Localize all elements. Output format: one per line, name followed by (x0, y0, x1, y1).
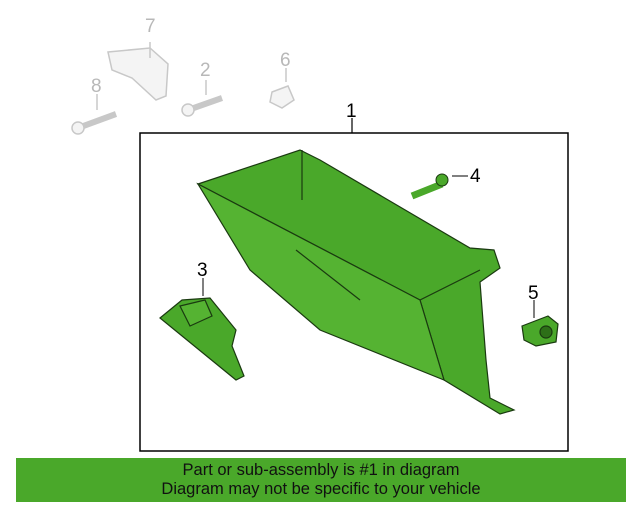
banner-line-1: Part or sub-assembly is #1 in diagram (182, 461, 460, 479)
bolt-part-4[interactable] (410, 173, 449, 200)
latch-part-3[interactable] (159, 297, 245, 381)
callout-5[interactable]: 5 (528, 283, 539, 304)
callout-3[interactable]: 3 (197, 260, 208, 281)
bracket-part-7[interactable] (107, 42, 169, 101)
faded-callouts: 7 2 6 8 (91, 16, 291, 97)
faded-parts (71, 42, 295, 135)
bolt-part-2[interactable] (181, 80, 223, 117)
glove-box-part-1[interactable] (196, 149, 516, 415)
callout-8[interactable]: 8 (91, 76, 102, 97)
callout-7[interactable]: 7 (145, 16, 156, 37)
callout-4[interactable]: 4 (470, 166, 481, 187)
callout-2[interactable]: 2 (200, 60, 211, 81)
bumper-part-5[interactable] (521, 315, 559, 347)
banner-line-2: Diagram may not be specific to your vehi… (161, 480, 481, 498)
callout-1[interactable]: 1 (346, 101, 357, 122)
bolt-part-8[interactable] (71, 94, 118, 135)
assembly-frame (139, 132, 569, 452)
stop-part-6[interactable] (269, 68, 295, 109)
callout-6[interactable]: 6 (280, 50, 291, 71)
info-banner: Part or sub-assembly is #1 in diagram Di… (16, 458, 626, 502)
